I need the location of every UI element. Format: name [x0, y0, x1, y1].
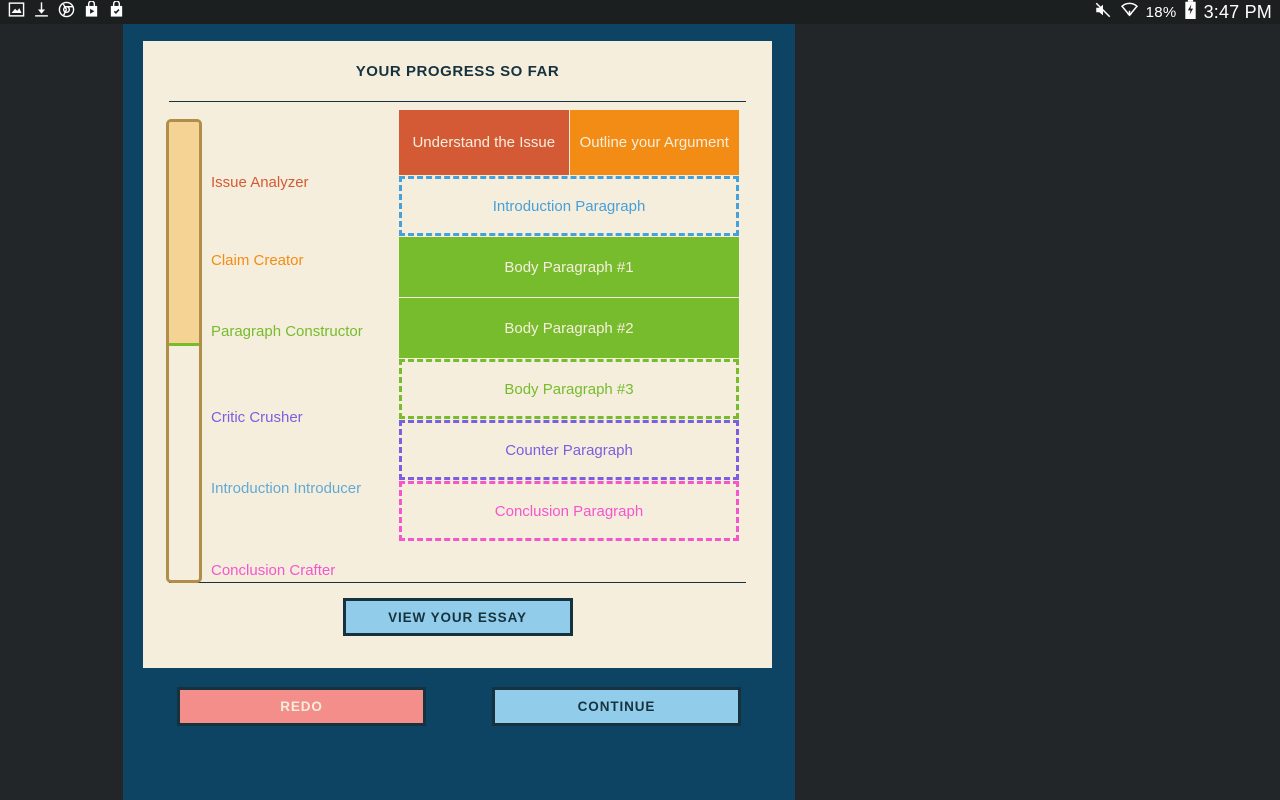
stage-label-4: Critic Crusher — [211, 409, 303, 426]
overall-progress-meter — [166, 119, 202, 583]
essay-block-2[interactable]: Body Paragraph #1 — [399, 237, 739, 297]
stage-block-top-1[interactable]: Understand the Issue — [399, 110, 569, 175]
volume-mute-icon — [1093, 1, 1113, 24]
view-essay-wrapper: VIEW YOUR ESSAY — [143, 583, 772, 636]
essay-block-4[interactable]: Body Paragraph #3 — [399, 359, 739, 419]
essay-block-6[interactable]: Conclusion Paragraph — [399, 481, 739, 541]
view-your-essay-button[interactable]: VIEW YOUR ESSAY — [342, 598, 573, 636]
clock-label: 3:47 PM — [1203, 1, 1272, 22]
stage-label-6: Conclusion Crafter — [211, 562, 336, 579]
essay-block-3[interactable]: Body Paragraph #2 — [399, 298, 739, 358]
battery-percent-label: 18% — [1145, 3, 1177, 21]
download-icon — [33, 1, 50, 23]
status-bar-notification-icons — [0, 0, 125, 23]
progress-meter-fill — [169, 122, 199, 347]
title-divider — [169, 101, 746, 102]
stage-block-top-2[interactable]: Outline your Argument — [569, 110, 739, 175]
android-status-bar: 18% 3:47 PM — [0, 0, 1280, 24]
battery-charging-icon — [1184, 0, 1197, 24]
essay-block-1[interactable]: Introduction Paragraph — [399, 176, 739, 236]
status-bar-system-icons: 18% 3:47 PM — [1093, 0, 1280, 24]
stage-label-2: Claim Creator — [211, 252, 304, 269]
essay-block-5[interactable]: Counter Paragraph — [399, 420, 739, 480]
stage-label-3: Paragraph Constructor — [211, 323, 363, 340]
play-store-icon — [83, 0, 100, 23]
stage-label-1: Issue Analyzer — [211, 174, 309, 191]
stage-label-5: Introduction Introducer — [211, 480, 362, 497]
page-title: YOUR PROGRESS SO FAR — [355, 63, 560, 80]
app-check-icon — [108, 0, 125, 23]
wifi-icon — [1120, 1, 1139, 24]
chrome-icon — [58, 1, 75, 23]
footer-divider — [169, 582, 746, 583]
action-button-bar: REDO CONTINUE — [123, 687, 795, 737]
image-icon — [8, 1, 25, 23]
continue-button[interactable]: CONTINUE — [492, 687, 741, 726]
redo-button[interactable]: REDO — [177, 687, 426, 726]
